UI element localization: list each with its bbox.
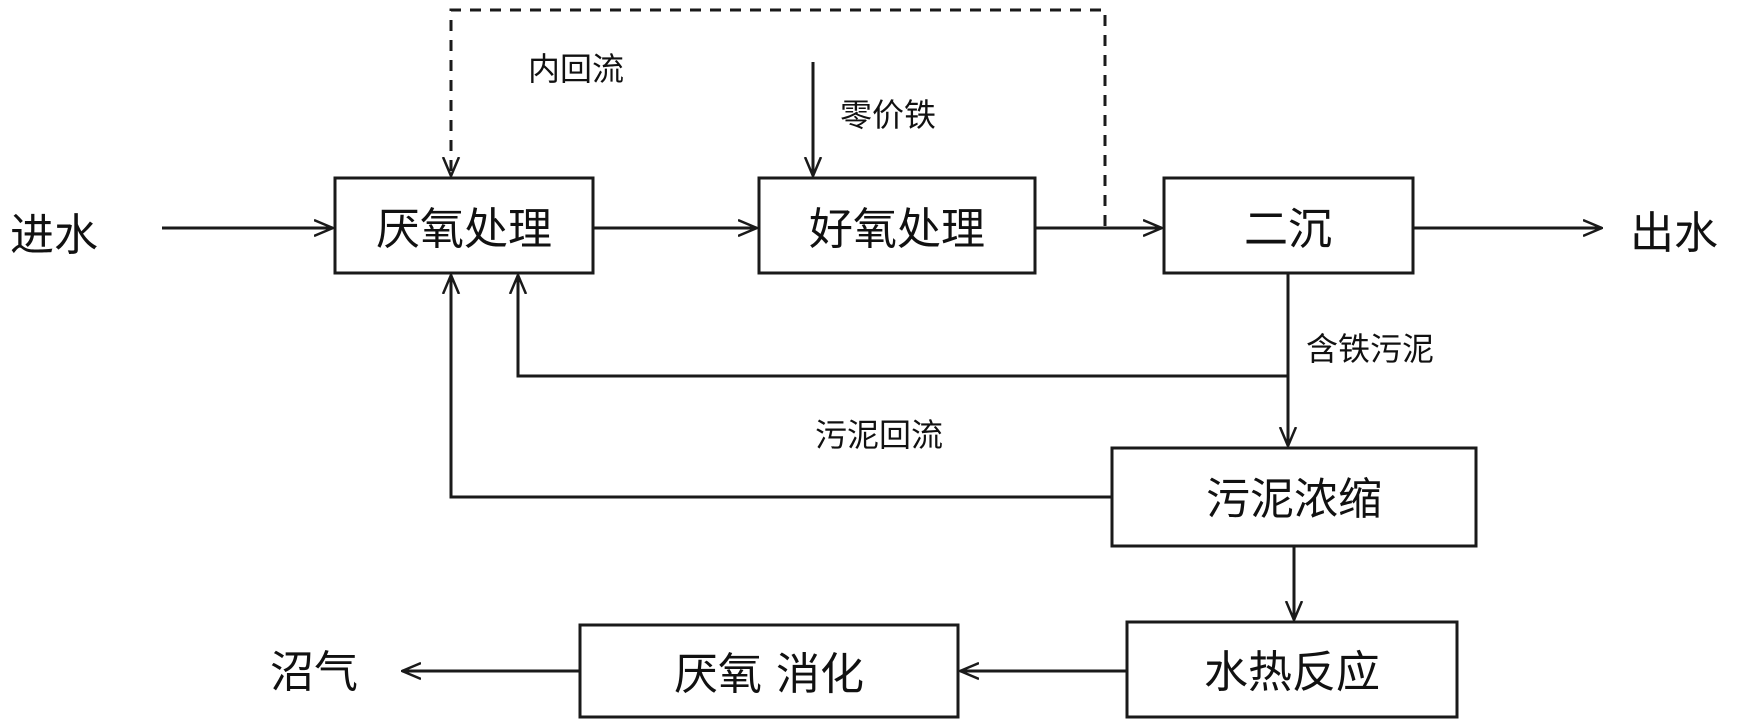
- sludge-reflux-path-to-anaerobic: [518, 273, 1290, 378]
- internal-reflux-label: 内回流: [528, 50, 624, 88]
- outflow-label: 出水: [1630, 208, 1718, 259]
- biogas-label: 沼气: [270, 647, 358, 698]
- box-secondary-clarifier: 二沉: [1162, 176, 1415, 275]
- zero-valent-iron-label: 零价铁: [840, 96, 936, 134]
- internal-reflux-path: [451, 8, 1107, 226]
- box-secondary-label: 二沉: [1244, 204, 1332, 255]
- box-hydrothermal-label: 水热反应: [1204, 647, 1380, 698]
- iron-sludge-label: 含铁污泥: [1306, 330, 1434, 368]
- thickening-reflux-path: [451, 275, 1112, 499]
- box-hydrothermal-reaction: 水热反应: [1125, 620, 1459, 719]
- box-anaerobic-treatment: 厌氧处理: [333, 176, 595, 275]
- box-aerobic-label: 好氧处理: [809, 204, 985, 255]
- box-digestion-label: 厌氧 消化: [674, 649, 864, 700]
- box-anaerobic-label: 厌氧处理: [376, 204, 552, 255]
- inflow-label: 进水: [10, 210, 98, 261]
- box-thickening-label: 污泥浓缩: [1206, 474, 1382, 525]
- box-aerobic-treatment: 好氧处理: [757, 176, 1037, 275]
- sludge-reflux-label: 污泥回流: [815, 416, 943, 454]
- box-anaerobic-digestion: 厌氧 消化: [578, 623, 960, 719]
- box-sludge-thickening: 污泥浓缩: [1110, 446, 1478, 548]
